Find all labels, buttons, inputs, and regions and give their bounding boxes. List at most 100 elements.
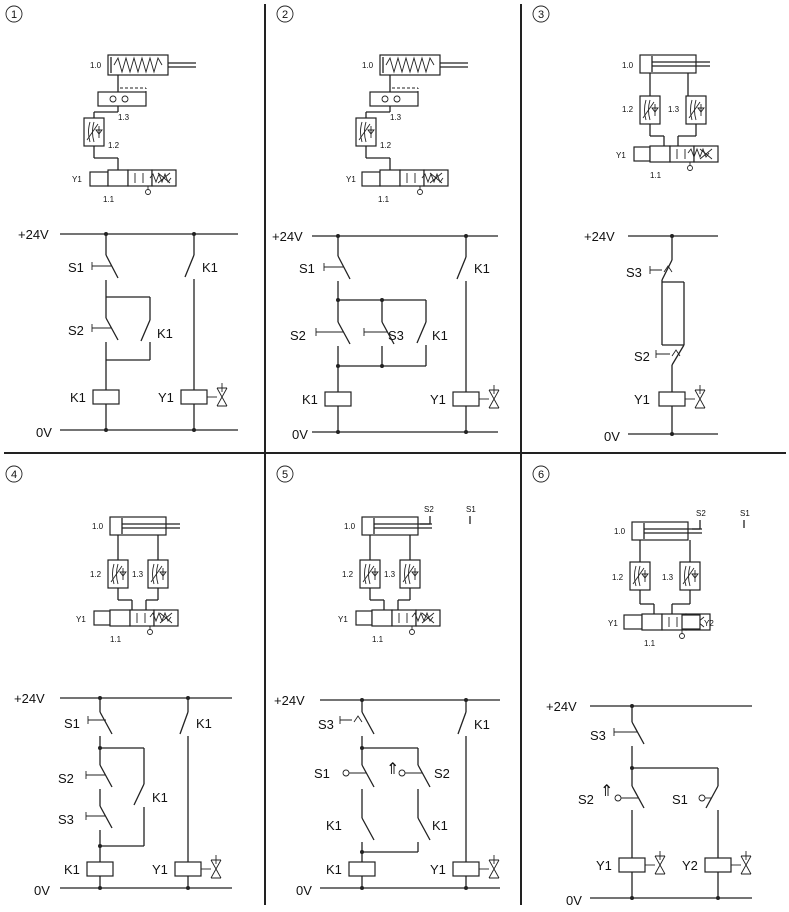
svg-text:S3: S3	[58, 812, 74, 827]
svg-text:K1: K1	[474, 261, 490, 276]
svg-text:1.3: 1.3	[668, 105, 680, 114]
svg-text:K1: K1	[302, 392, 318, 407]
svg-text:0V: 0V	[34, 883, 50, 898]
svg-text:K1: K1	[152, 790, 168, 805]
svg-text:0V: 0V	[604, 429, 620, 444]
svg-text:S3: S3	[318, 717, 334, 732]
svg-text:K1: K1	[326, 862, 342, 877]
svg-text:1.2: 1.2	[380, 141, 392, 150]
svg-text:1.1: 1.1	[110, 635, 122, 644]
svg-text:K1: K1	[326, 818, 342, 833]
svg-text:S2: S2	[58, 771, 74, 786]
svg-text:1.1: 1.1	[650, 171, 662, 180]
svg-text:K1: K1	[432, 328, 448, 343]
panel-number-2: 2	[276, 5, 294, 23]
svg-text:S1: S1	[299, 261, 315, 276]
svg-text:S2: S2	[290, 328, 306, 343]
svg-text:+24V: +24V	[546, 699, 577, 714]
svg-text:Y1: Y1	[616, 151, 626, 160]
svg-text:Y1: Y1	[346, 175, 356, 184]
svg-text:S2: S2	[68, 323, 84, 338]
svg-text:K1: K1	[64, 862, 80, 877]
svg-text:1.3: 1.3	[118, 113, 130, 122]
panel-dividers	[4, 4, 786, 905]
svg-text:S1: S1	[672, 792, 688, 807]
panel-4: 1.0 1.2 1.3 Y1 1.1 +24V 0V S1 S2 S3	[14, 516, 232, 898]
svg-text:S2: S2	[634, 349, 650, 364]
svg-text:Y1: Y1	[72, 175, 82, 184]
svg-text:0V: 0V	[292, 427, 308, 442]
svg-text:1.1: 1.1	[378, 195, 390, 204]
svg-text:1.1: 1.1	[103, 195, 115, 204]
svg-text:1.1: 1.1	[372, 635, 384, 644]
svg-text:S2: S2	[578, 792, 594, 807]
svg-text:K1: K1	[432, 818, 448, 833]
svg-text:1.0: 1.0	[622, 61, 634, 70]
svg-text:S2: S2	[696, 509, 706, 518]
svg-text:Y2: Y2	[704, 619, 714, 628]
svg-text:K1: K1	[157, 326, 173, 341]
svg-text:6: 6	[538, 469, 544, 481]
svg-text:S1: S1	[466, 505, 476, 514]
svg-text:Y1: Y1	[152, 862, 168, 877]
svg-text:+24V: +24V	[584, 229, 615, 244]
svg-text:5: 5	[282, 469, 288, 481]
svg-text:Y1: Y1	[430, 392, 446, 407]
svg-text:1.0: 1.0	[362, 61, 374, 70]
svg-text:S3: S3	[626, 265, 642, 280]
svg-text:Y1: Y1	[76, 615, 86, 624]
svg-text:3: 3	[538, 9, 544, 21]
svg-text:+24V: +24V	[272, 229, 303, 244]
svg-text:1.2: 1.2	[90, 570, 102, 579]
svg-text:K1: K1	[196, 716, 212, 731]
svg-text:1.1: 1.1	[644, 639, 656, 648]
svg-text:S2: S2	[434, 766, 450, 781]
svg-text:4: 4	[11, 469, 17, 481]
svg-text:S1: S1	[68, 260, 84, 275]
svg-text:1.0: 1.0	[90, 61, 102, 70]
svg-text:1.2: 1.2	[622, 105, 634, 114]
panel-6: 1.0 S2 S1 1.2 1.3 Y1 Y2 1.1 +24V 0V S3 S…	[546, 509, 752, 908]
svg-text:1: 1	[11, 9, 17, 21]
panel-number-6: 6	[532, 465, 550, 483]
svg-text:0V: 0V	[296, 883, 312, 898]
svg-text:1.0: 1.0	[344, 522, 356, 531]
panel-5: 1.0 S2 S1 1.2 1.3 Y1 1.1 +24V 0V S3 S1	[274, 505, 500, 898]
svg-text:K1: K1	[70, 390, 86, 405]
svg-text:1.2: 1.2	[108, 141, 120, 150]
panel-number-1: 1	[5, 5, 23, 23]
svg-text:Y2: Y2	[682, 858, 698, 873]
svg-text:1.2: 1.2	[342, 570, 354, 579]
panel-number-5: 5	[276, 465, 294, 483]
panel-3: 1.0 1.2 1.3 Y1 1.1 +24V 0V S3 S2 Y1	[584, 54, 719, 444]
svg-text:1.0: 1.0	[614, 527, 626, 536]
svg-text:S1: S1	[740, 509, 750, 518]
svg-text:K1: K1	[202, 260, 218, 275]
svg-text:K1: K1	[474, 717, 490, 732]
svg-text:S3: S3	[388, 328, 404, 343]
svg-text:1.3: 1.3	[384, 570, 396, 579]
svg-text:S1: S1	[314, 766, 330, 781]
svg-text:⇑: ⇑	[386, 759, 399, 778]
panel-2: 1.0 1.3 1.2 Y1 1.1 +24V 0V S1 S2	[272, 54, 500, 442]
svg-text:1.2: 1.2	[612, 573, 624, 582]
svg-text:1.3: 1.3	[662, 573, 674, 582]
svg-text:0V: 0V	[36, 425, 52, 440]
svg-text:2: 2	[282, 9, 288, 21]
svg-text:1.3: 1.3	[390, 113, 402, 122]
svg-text:⇑: ⇑	[600, 781, 613, 800]
svg-text:Y1: Y1	[430, 862, 446, 877]
panel-number-3: 3	[532, 5, 550, 23]
svg-text:+24V: +24V	[274, 693, 305, 708]
svg-text:Y1: Y1	[608, 619, 618, 628]
svg-text:Y1: Y1	[596, 858, 612, 873]
svg-text:S2: S2	[424, 505, 434, 514]
panel-1: 1.0 1.3 1.2 Y1 1.1 +24V 0V S1 S2	[18, 54, 238, 440]
svg-text:+24V: +24V	[18, 227, 49, 242]
svg-text:S1: S1	[64, 716, 80, 731]
svg-text:1.0: 1.0	[92, 522, 104, 531]
svg-text:Y1: Y1	[338, 615, 348, 624]
svg-text:S3: S3	[590, 728, 606, 743]
svg-text:+24V: +24V	[14, 691, 45, 706]
